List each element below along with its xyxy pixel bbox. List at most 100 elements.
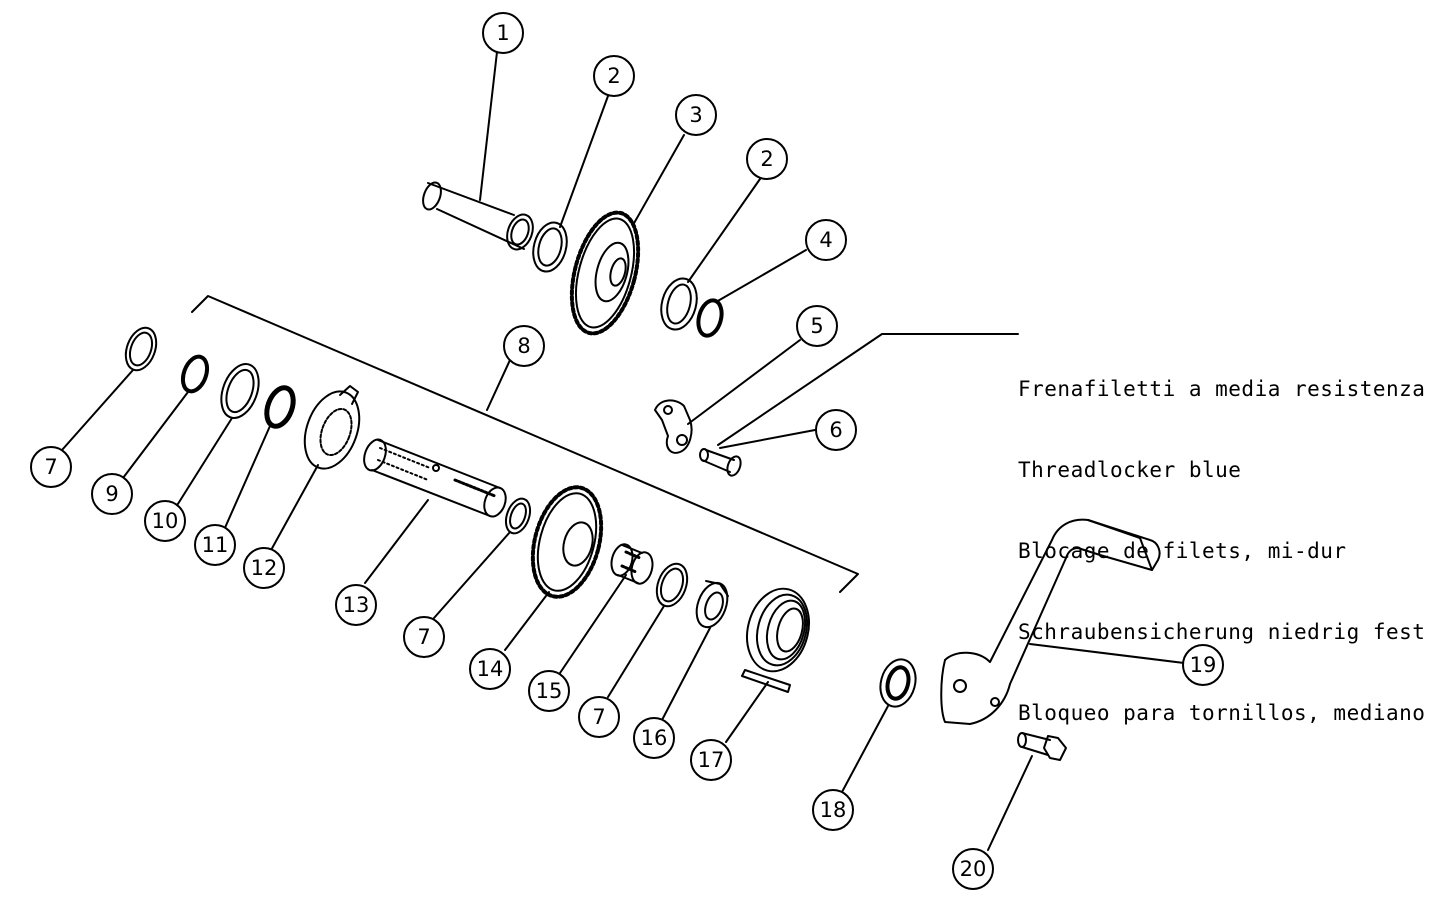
svg-text:12: 12 xyxy=(251,556,278,580)
assembly-bracket xyxy=(191,295,859,593)
svg-text:2: 2 xyxy=(607,64,620,88)
leader-17 xyxy=(725,681,769,743)
part-17-spring xyxy=(741,587,810,693)
svg-text:11: 11 xyxy=(202,533,229,557)
callout-12: 12 xyxy=(243,547,285,589)
part-14-gear xyxy=(530,485,604,599)
callout-4: 4 xyxy=(805,219,847,261)
svg-text:4: 4 xyxy=(819,228,832,252)
part-16-bushing xyxy=(695,580,729,629)
leader-7a xyxy=(61,369,134,451)
callout-20: 20 xyxy=(952,848,994,890)
part-7-washer-a xyxy=(124,326,158,372)
svg-text:6: 6 xyxy=(829,418,842,442)
part-15-bearing xyxy=(610,543,654,585)
callout-13: 13 xyxy=(335,584,377,626)
note-line-it: Frenafiletti a media resistenza xyxy=(1018,377,1426,401)
note-line-de: Schraubensicherung niedrig fest xyxy=(1018,620,1426,644)
part-19-lever xyxy=(940,518,1161,725)
leader-1 xyxy=(479,51,498,201)
callout-2b: 2 xyxy=(746,138,788,180)
callout-6: 6 xyxy=(815,409,857,451)
svg-text:5: 5 xyxy=(810,314,823,338)
leader-19 xyxy=(1029,643,1185,664)
leader-4 xyxy=(715,249,807,303)
part-7-washer-b xyxy=(504,497,532,535)
svg-text:7: 7 xyxy=(592,705,605,729)
threadlocker-note: Frenafiletti a media resistenza Threadlo… xyxy=(1018,322,1425,754)
part-18-seal xyxy=(879,658,917,708)
leader-14 xyxy=(504,591,550,651)
callout-11: 11 xyxy=(194,524,236,566)
callout-15: 15 xyxy=(528,670,570,712)
leader-6 xyxy=(719,429,816,449)
part-3-gear xyxy=(569,210,641,336)
leader-10 xyxy=(175,417,233,508)
leader-15 xyxy=(559,574,627,674)
svg-text:14: 14 xyxy=(477,657,504,681)
part-20-bolt xyxy=(1017,732,1067,761)
callout-8: 8 xyxy=(503,325,545,367)
part-1-sleeve xyxy=(422,181,534,251)
callout-2a: 2 xyxy=(593,55,635,97)
part-10-washer xyxy=(220,363,260,419)
svg-text:15: 15 xyxy=(536,679,563,703)
svg-text:9: 9 xyxy=(105,482,118,506)
callout-14: 14 xyxy=(469,648,511,690)
svg-text:16: 16 xyxy=(641,726,668,750)
leader-2a xyxy=(559,95,609,228)
leader-11 xyxy=(223,425,271,531)
part-6-screw xyxy=(699,448,742,477)
leader-7c xyxy=(607,605,665,698)
callout-7c: 7 xyxy=(578,696,620,738)
note-line-es: Bloqueo para tornillos, mediano xyxy=(1018,701,1426,725)
callouts: 1 2 3 2 4 5 6 7 8 9 10 11 12 13 7 14 15 … xyxy=(30,12,1224,890)
leader-18 xyxy=(841,705,889,793)
leader-5 xyxy=(687,339,801,425)
svg-text:7: 7 xyxy=(417,625,430,649)
part-4-circlip xyxy=(696,298,724,338)
part-7-washer-c xyxy=(655,562,689,608)
leader-9 xyxy=(122,391,189,479)
callout-17: 17 xyxy=(690,739,732,781)
svg-text:13: 13 xyxy=(343,593,370,617)
leader-12 xyxy=(269,464,319,553)
callout-1: 1 xyxy=(482,12,524,54)
part-12-ratchet xyxy=(303,385,361,470)
leader-8 xyxy=(486,359,511,411)
svg-text:8: 8 xyxy=(517,334,530,358)
callout-7a: 7 xyxy=(30,446,72,488)
part-11-ring xyxy=(264,385,296,429)
note-line-fr: Blocage de filets, mi-dur xyxy=(1018,539,1347,563)
part-5-guide xyxy=(654,399,693,454)
callout-9: 9 xyxy=(91,473,133,515)
svg-text:17: 17 xyxy=(698,748,725,772)
part-2-washer-b xyxy=(660,277,698,331)
leader-3 xyxy=(632,134,685,226)
svg-text:7: 7 xyxy=(44,455,57,479)
callout-16: 16 xyxy=(633,717,675,759)
leader-13 xyxy=(364,499,429,584)
callout-19: 19 xyxy=(1182,644,1224,686)
svg-text:2: 2 xyxy=(760,147,773,171)
part-13-shaft xyxy=(363,438,507,518)
note-line-en: Threadlocker blue xyxy=(1018,458,1242,482)
part-2-washer-a xyxy=(532,221,568,273)
callout-18: 18 xyxy=(812,789,854,831)
leader-note xyxy=(717,333,1019,446)
leader-16 xyxy=(661,627,711,721)
leader-2b xyxy=(687,178,761,283)
svg-text:18: 18 xyxy=(820,798,847,822)
svg-text:3: 3 xyxy=(689,103,702,127)
svg-text:10: 10 xyxy=(152,509,179,533)
callout-3: 3 xyxy=(675,94,717,136)
callout-7b: 7 xyxy=(403,616,445,658)
svg-text:1: 1 xyxy=(496,21,509,45)
callout-5: 5 xyxy=(796,305,838,347)
leader-7b xyxy=(433,531,511,619)
svg-text:20: 20 xyxy=(960,857,987,881)
svg-text:19: 19 xyxy=(1190,653,1217,677)
part-9-circlip xyxy=(180,354,210,394)
leader-20 xyxy=(987,755,1033,851)
